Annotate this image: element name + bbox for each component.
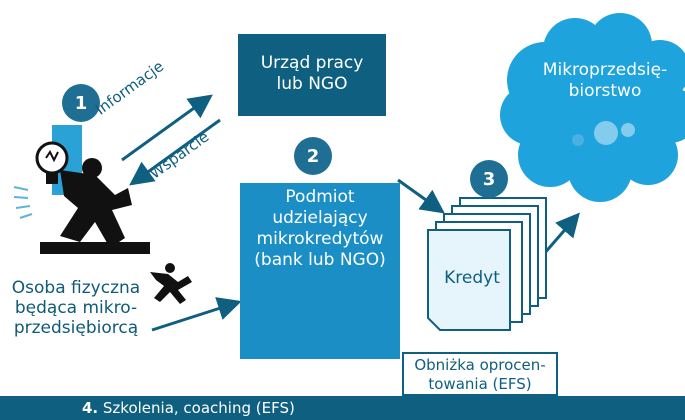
credit-to-cloud-arrow <box>541 212 580 256</box>
lender-to-credit-arrow <box>397 178 445 214</box>
person-label: Osoba fizyczna będąca mikro- przedsiębio… <box>11 278 141 338</box>
cloud-shape <box>500 13 685 202</box>
bottom-text: Szkolenia, coaching (EFS) <box>98 399 295 417</box>
step-2-badge: 2 <box>294 137 332 175</box>
running-figure <box>150 263 192 304</box>
ngo-box: Urząd pracy lub NGO <box>238 34 386 116</box>
step-1-badge: 1 <box>62 84 100 122</box>
bottom-training-label: 4. Szkolenia, coaching (EFS) <box>82 398 295 418</box>
info-arrow <box>121 94 213 162</box>
cloud-bubble-large <box>594 121 618 145</box>
bottom-training-bar <box>0 396 685 420</box>
cloud-label: Mikroprzedsię- biorstwo <box>542 60 668 101</box>
credit-label: Kredyt <box>444 268 500 288</box>
person-to-lender-arrow <box>151 297 242 332</box>
step-3-badge: 3 <box>470 160 508 198</box>
cloud-bubble-medium <box>621 123 635 137</box>
lender-box-label: Podmiot udzielający mikrokredytów (bank … <box>254 187 386 270</box>
lender-box: Podmiot udzielający mikrokredytów (bank … <box>240 183 400 359</box>
credit-front-page <box>427 229 511 331</box>
bottom-number: 4. <box>82 399 99 417</box>
support-arrow <box>129 118 221 186</box>
cloud-bubble-small <box>572 134 584 146</box>
interest-reduction-box: Obniżka oprocen- towania (EFS) <box>402 352 558 396</box>
entrepreneur-figure <box>13 125 150 254</box>
